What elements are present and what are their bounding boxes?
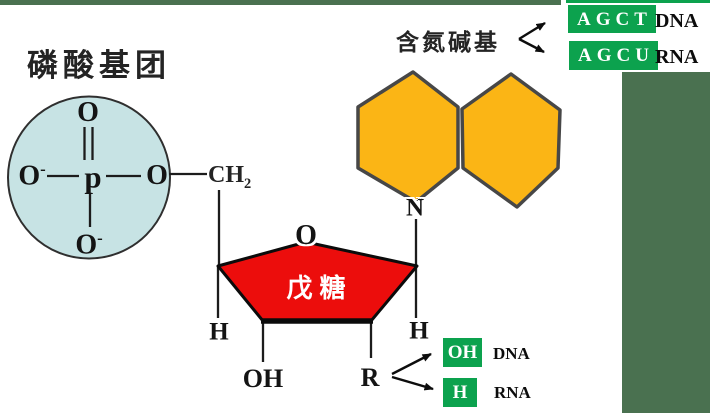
h-right-label: H	[409, 317, 429, 345]
nitrogen-label: N	[405, 194, 425, 222]
agcu-box: AGCU	[569, 41, 658, 70]
phosphate-group-label: 磷酸基团	[27, 48, 171, 83]
oh-option-box: OH	[443, 338, 482, 367]
dna-label-top: DNA	[655, 10, 699, 32]
atom-oxygen-bottom-charge: -	[97, 228, 103, 248]
ch2-subscript: 2	[244, 175, 252, 192]
atom-oxygen-left-symbol: O	[18, 160, 41, 192]
atom-oxygen-left-charge: -	[40, 159, 46, 179]
sugar-bonds	[216, 190, 418, 362]
slide-top-strip	[0, 0, 561, 5]
hydroxyl-label: OH	[242, 364, 284, 393]
r-group-label: R	[360, 363, 380, 392]
ch2-label: CH2	[208, 163, 251, 191]
atom-oxygen-bottom: O-	[75, 228, 103, 261]
atom-oxygen-top: O	[77, 97, 99, 128]
atom-oxygen-bottom-symbol: O	[75, 229, 98, 261]
atom-oxygen-left: O-	[18, 159, 46, 192]
ring-oxygen-label: O	[295, 220, 317, 251]
phosphate-bonds	[47, 127, 207, 227]
h-option-box: H	[443, 378, 477, 407]
arrow-to-h	[391, 375, 434, 391]
purine-ring-right-hexagon	[460, 72, 562, 209]
r-group-arrows	[391, 352, 434, 391]
rna-label-top: RNA	[655, 46, 699, 68]
h-left-label: H	[209, 318, 229, 346]
agct-box: AGCT	[568, 5, 656, 33]
arrow-to-agcu	[518, 37, 545, 54]
ch2-base: CH	[208, 162, 244, 188]
atom-oxygen-right: O	[146, 160, 168, 191]
accent-top-strip	[566, 0, 710, 3]
arrow-to-agct	[518, 21, 546, 41]
pentose-label: 戊糖	[286, 274, 353, 303]
purine-ring-left-hexagon	[356, 70, 460, 204]
nitrogenous-base-label: 含氮碱基	[396, 30, 500, 55]
pentose-pentagon	[216, 240, 419, 323]
slide-right-block	[622, 72, 710, 413]
rna-label-bottom: RNA	[494, 383, 531, 402]
arrow-to-oh	[391, 352, 432, 376]
phosphate-circle	[7, 95, 171, 260]
atom-phosphorus: p	[84, 159, 102, 195]
base-arrows	[518, 21, 546, 54]
dna-label-bottom: DNA	[493, 344, 530, 363]
